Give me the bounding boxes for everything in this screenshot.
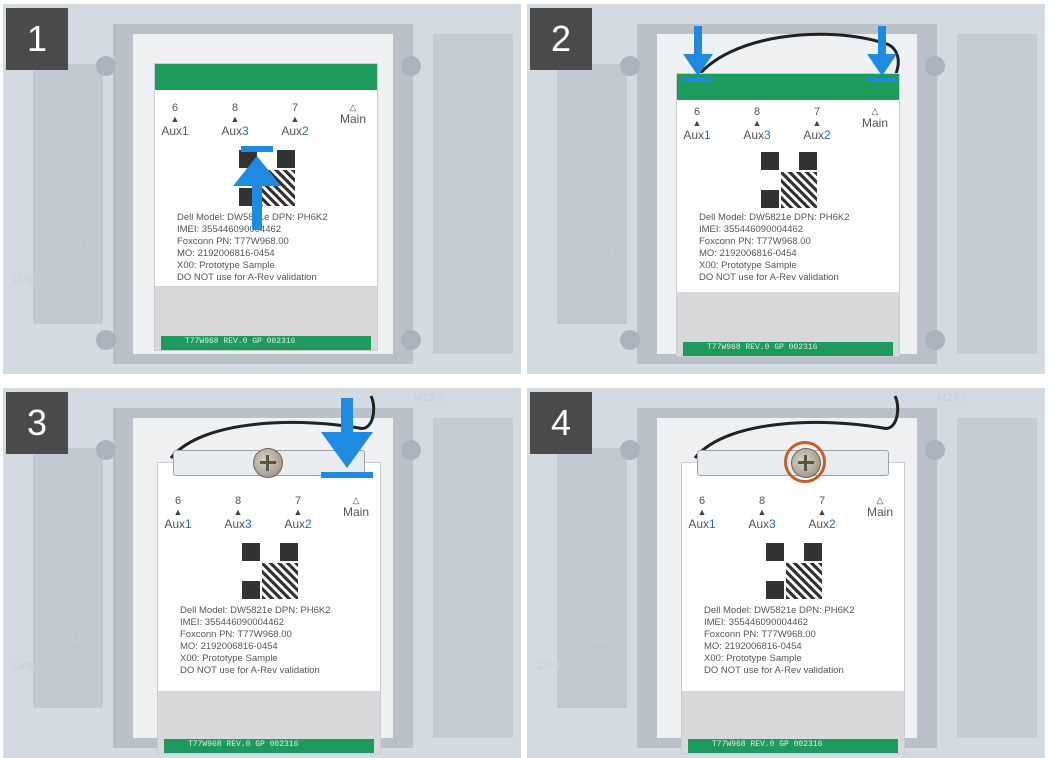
insert-arrow-overlay [3,4,521,374]
step-number-badge: 2 [530,8,592,70]
board-label-cl22: CL22 [587,632,615,644]
edge-connector: T77W968 REV.0 GP 002316 [688,739,898,753]
step-panel-4: 4 M2X3 CL22 LV804 6▲ Aux1 8▲ Aux3 7▲ Aux… [527,388,1045,758]
step-panel-2: 2 CL22 6▲ Aux1 8▲ Aux3 7▲ Aux2 △ Main De… [527,4,1045,374]
insert-arrow [233,146,281,230]
bracket-arrow-overlay [3,388,521,758]
port-label-main: △ Main [860,495,900,519]
step-number-badge: 4 [530,392,592,454]
board-label-m2x3: M2X3 [937,392,968,404]
board-label-lv804: LV804 [537,660,571,672]
screw-highlight-ring [784,441,826,483]
connect-arrow-left [683,26,713,82]
wwan-card: 6▲ Aux1 8▲ Aux3 7▲ Aux2 △ Main Dell Mode… [682,463,904,753]
connect-arrows-overlay [527,4,1045,374]
step-number-badge: 1 [6,8,68,70]
port-label-aux1: 6▲ Aux1 [682,495,722,531]
qr-code [766,543,822,599]
port-label-aux3: 8▲ Aux3 [742,495,782,531]
connect-arrow-right [867,26,897,82]
step-number-badge: 3 [6,392,68,454]
step-panel-3: 3 M2X3 CL22 LV804 6▲ Aux1 8▲ Aux3 7▲ Aux… [3,388,521,758]
port-label-aux2: 7▲ Aux2 [802,495,842,531]
step-panel-1: 1 CL22 LV804 6▲ Aux1 8▲ Aux3 7▲ Aux2 △ M… [3,4,521,374]
place-bracket-arrow [321,398,373,478]
